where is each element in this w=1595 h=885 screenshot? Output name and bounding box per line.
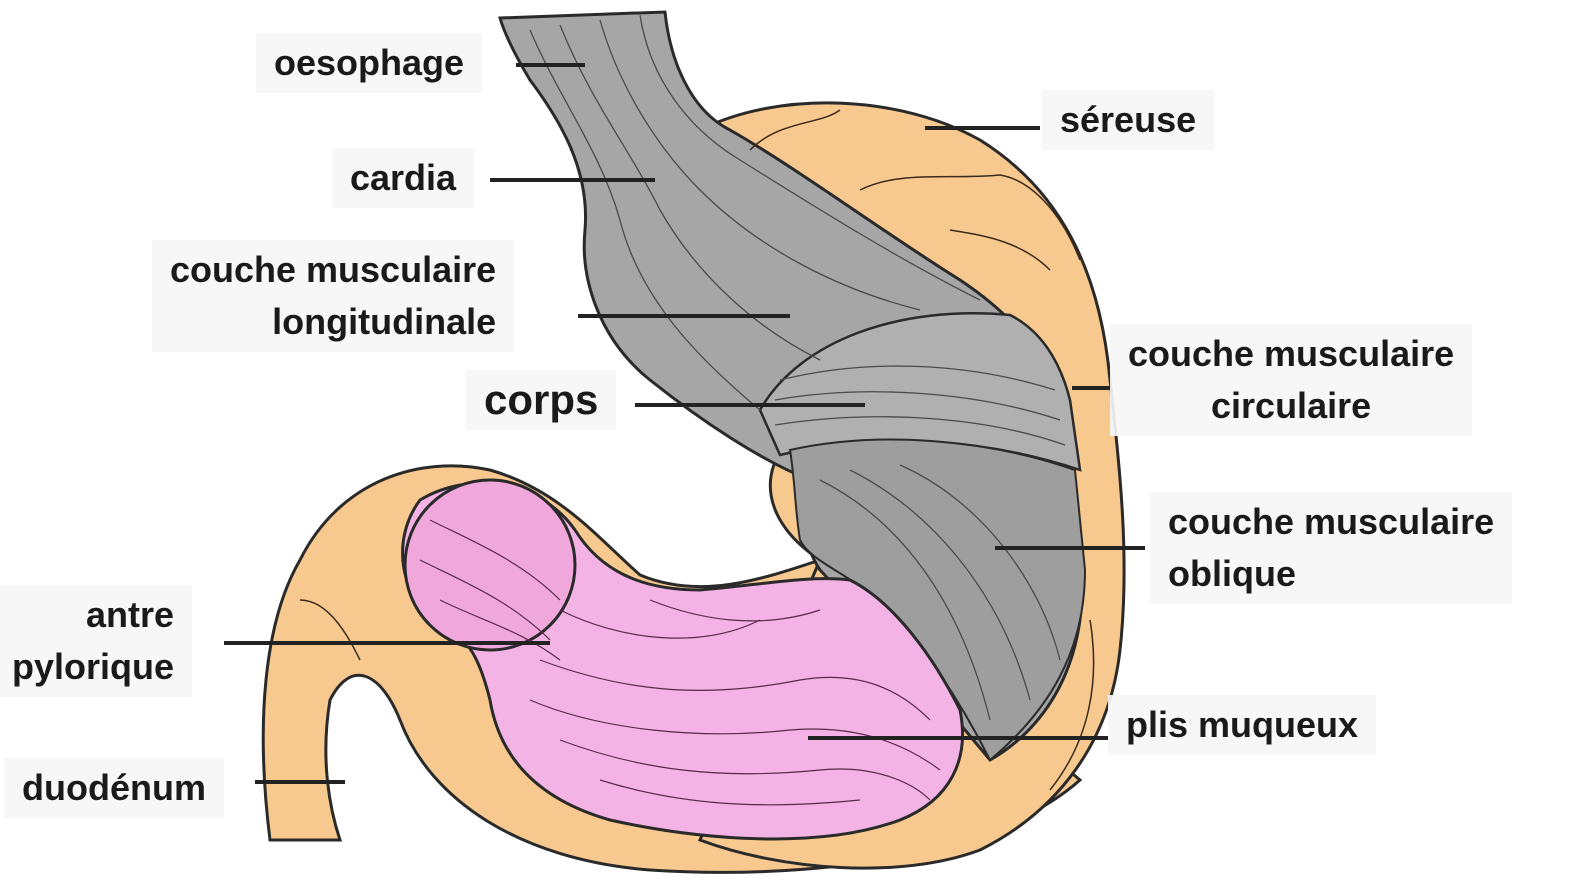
label-oesophage: oesophage — [256, 33, 482, 93]
label-sereuse: séreuse — [1042, 90, 1214, 150]
label-couche-circulaire: couche musculaire circulaire — [1110, 324, 1472, 436]
label-couche-oblique: couche musculaire oblique — [1150, 492, 1512, 604]
label-plis-muqueux: plis muqueux — [1108, 695, 1376, 755]
label-duodenum: duodénum — [4, 758, 224, 818]
label-couche-longitudinale: couche musculaire longitudinale — [152, 240, 514, 352]
label-cardia: cardia — [332, 148, 474, 208]
label-antre-pylorique: antre pylorique — [0, 585, 192, 697]
label-corps: corps — [466, 370, 616, 430]
